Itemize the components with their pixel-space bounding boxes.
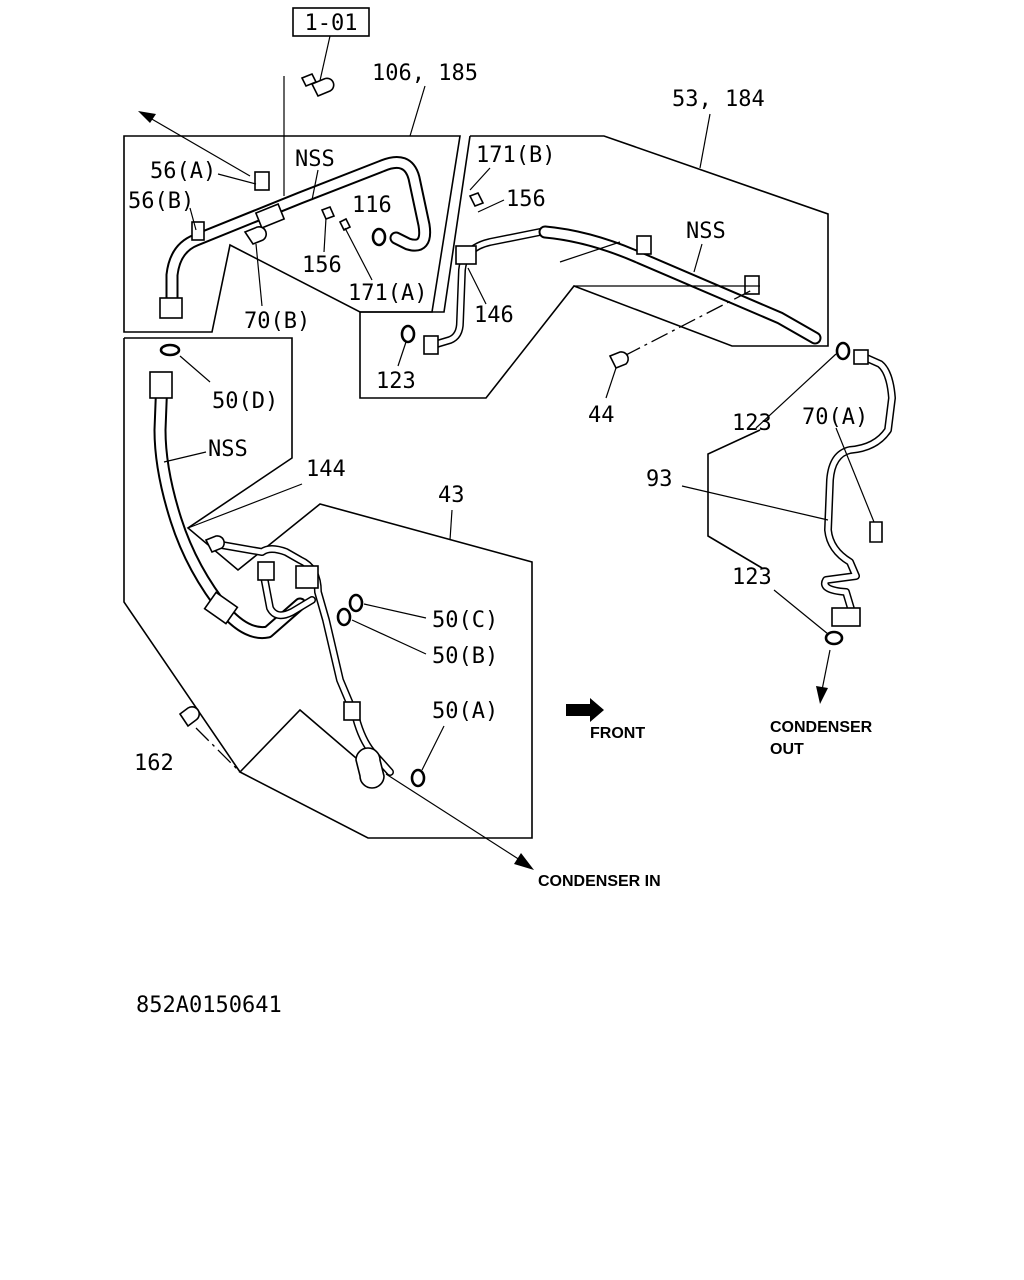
bolt-icon <box>300 72 335 98</box>
bolt-icon <box>338 217 352 232</box>
bolt-icon <box>243 225 267 245</box>
leader-50b <box>351 619 427 655</box>
o-ring-icon <box>159 343 181 357</box>
leader-123-b <box>755 353 837 429</box>
label-70b: 70(B) <box>244 309 310 334</box>
leader-56b <box>189 207 197 231</box>
leader-123-c <box>773 589 829 635</box>
leader-93 <box>681 485 829 521</box>
leader-ref-box <box>318 35 331 86</box>
o-ring-icon <box>824 630 844 646</box>
o-ring-icon <box>410 768 426 788</box>
label-93: 93 <box>646 467 673 492</box>
label-70a: 70(A) <box>802 405 868 430</box>
bolt-icon <box>608 351 630 370</box>
leader-50a <box>421 725 445 771</box>
bolt-icon <box>204 535 226 554</box>
leader-70b <box>255 243 263 307</box>
label-nss-left: NSS <box>208 437 248 462</box>
label-condenser-out-2: OUT <box>770 741 804 758</box>
label-front: FRONT <box>590 725 645 742</box>
clamp-icon <box>831 349 869 627</box>
guide-line-right-2 <box>559 241 621 263</box>
inset-frame-left <box>124 337 533 839</box>
bolt-icon <box>320 205 336 221</box>
diagram-code: 852A0150641 <box>136 993 282 1018</box>
o-ring-icon <box>348 593 364 613</box>
leader-50d <box>179 355 211 383</box>
front-arrow-icon <box>566 698 604 722</box>
arrow-icon <box>385 773 534 870</box>
label-156-left: 156 <box>302 253 342 278</box>
label-171a: 171(A) <box>348 281 427 306</box>
reference-box-frame <box>292 7 370 37</box>
leader-53-184 <box>699 113 711 169</box>
hose-left <box>153 371 307 640</box>
leader-44 <box>605 367 617 399</box>
leader-106-185 <box>409 85 426 137</box>
label-nss-right: NSS <box>686 219 726 244</box>
leader-nss-left <box>163 451 207 463</box>
label-condenser-out-1: CONDENSER <box>770 719 873 736</box>
clamp-icon <box>149 371 239 625</box>
label-162: 162 <box>134 751 174 776</box>
label-116: 116 <box>352 193 392 218</box>
leader-nss-top <box>311 169 319 201</box>
inset-frame-left-edge <box>123 338 241 773</box>
label-144: 144 <box>306 457 346 482</box>
o-ring-icon <box>400 324 416 344</box>
label-53-184: 53, 184 <box>672 87 765 112</box>
leader-43 <box>449 509 453 541</box>
leader-156-right <box>477 199 505 213</box>
bolt-icon <box>869 521 883 543</box>
label-50b: 50(B) <box>432 644 498 669</box>
leader-50c <box>363 603 427 619</box>
label-50a: 50(A) <box>432 699 498 724</box>
bolt-icon <box>178 705 200 728</box>
leader-nss-right <box>693 243 703 273</box>
guide-dashed-162 <box>195 727 241 773</box>
clamp-icon <box>423 235 760 355</box>
reference-box[interactable]: 1-01 <box>292 7 370 37</box>
inset-frame-top-right <box>359 135 829 399</box>
leader-144 <box>187 483 303 529</box>
o-ring-icon <box>336 607 352 627</box>
label-50d: 50(D) <box>212 389 278 414</box>
guide-dashed-44 <box>623 289 753 357</box>
bracket-123 <box>707 429 763 569</box>
leader-123-a <box>397 341 407 367</box>
clamp-icon <box>257 561 385 789</box>
inset-frame-top-left <box>123 135 461 333</box>
o-ring-icon <box>835 341 851 361</box>
label-56b: 56(B) <box>128 189 194 214</box>
label-condenser-in: CONDENSER IN <box>538 873 661 890</box>
o-ring-icon <box>371 227 387 247</box>
leader-70a <box>835 427 875 523</box>
label-123-b: 123 <box>732 411 772 436</box>
label-156-right: 156 <box>506 187 546 212</box>
label-43: 43 <box>438 483 465 508</box>
leader-156-left <box>323 217 327 253</box>
arrow-icon <box>138 111 251 177</box>
label-nss-top: NSS <box>295 147 335 172</box>
label-146: 146 <box>474 303 514 328</box>
label-56a: 56(A) <box>150 159 216 184</box>
arrow-icon <box>816 649 831 704</box>
label-123-c: 123 <box>732 565 772 590</box>
leader-171b <box>469 167 491 191</box>
hose-top-right <box>538 225 822 345</box>
leader-146 <box>467 267 487 305</box>
label-44: 44 <box>588 403 615 428</box>
label-123-a: 123 <box>376 369 416 394</box>
leader-56a <box>217 173 257 185</box>
label-106-185: 106, 185 <box>372 61 478 86</box>
bolt-icon <box>468 191 485 208</box>
pipe-top-right <box>426 228 544 350</box>
leader-171a <box>344 227 373 281</box>
label-171b: 171(B) <box>476 143 555 168</box>
reference-box-label: 1-01 <box>305 11 358 36</box>
label-50c: 50(C) <box>432 608 498 633</box>
